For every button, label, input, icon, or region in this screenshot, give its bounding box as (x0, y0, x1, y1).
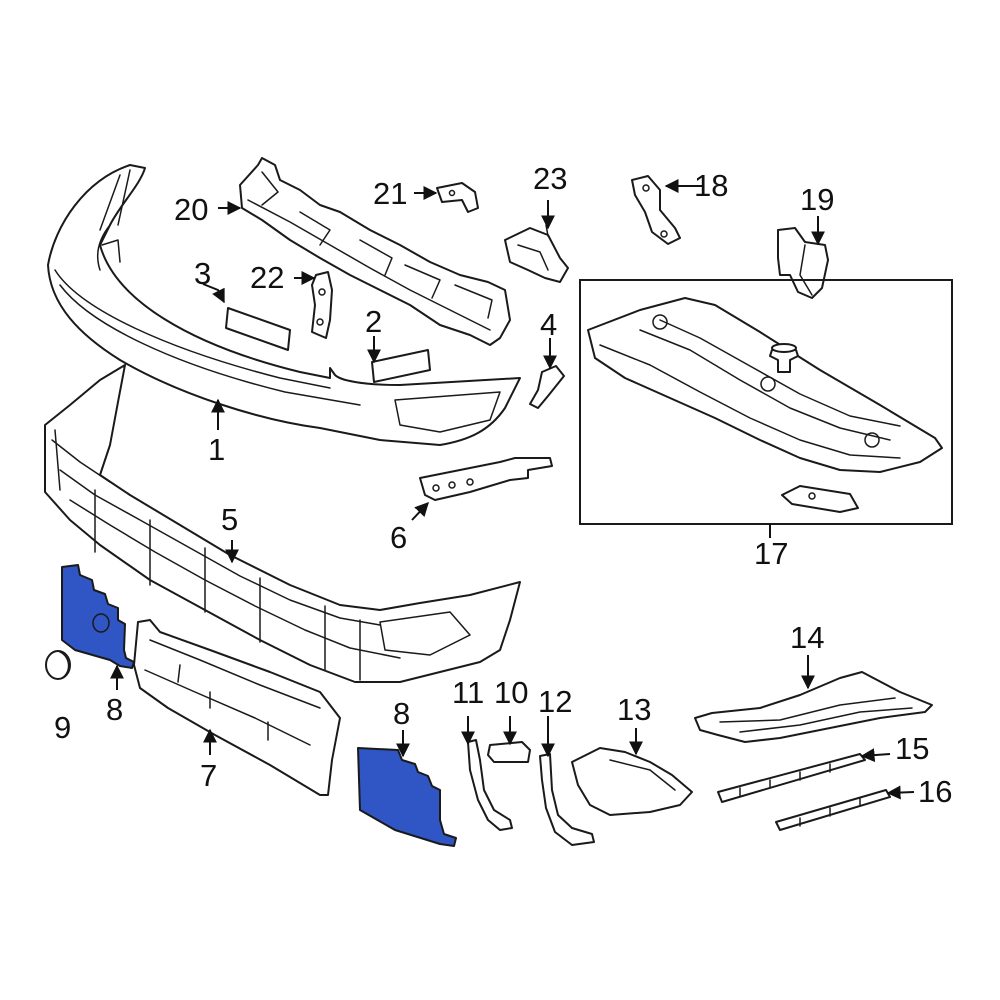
push-pin-clip[interactable] (769, 343, 799, 373)
bracket-21[interactable] (436, 182, 479, 213)
leader-3 (202, 283, 225, 304)
fog-lamp-bezel[interactable] (571, 747, 693, 816)
splash-shield-box (579, 279, 953, 525)
bracket-18[interactable] (631, 175, 681, 245)
callout-23: 23 (533, 161, 567, 196)
bracket-4[interactable] (529, 365, 565, 409)
callout-13: 13 (617, 692, 651, 727)
callout-16: 16 (918, 774, 952, 809)
splash-shield-bracket[interactable] (781, 485, 859, 513)
leader-lines (110, 179, 915, 800)
callout-19: 19 (800, 182, 834, 217)
clip-10[interactable] (487, 741, 531, 763)
license-plate-bracket-2[interactable] (371, 349, 431, 383)
callout-14: 14 (790, 620, 824, 655)
splash-shield-group (579, 279, 953, 525)
bracket-23[interactable] (504, 224, 569, 283)
callout-3: 3 (194, 256, 211, 291)
callout-8a: 8 (106, 692, 123, 727)
tow-hook-cover-left[interactable] (61, 564, 135, 669)
tow-hook-cap[interactable] (45, 650, 71, 680)
callout-6: 6 (390, 520, 407, 555)
callout-labels: 1 2 3 4 5 6 7 8 8 9 10 11 12 13 14 15 16… (54, 161, 952, 809)
callout-12: 12 (538, 684, 572, 719)
callout-18: 18 (694, 168, 728, 203)
callout-11: 11 (452, 675, 484, 710)
molding-12[interactable] (539, 753, 595, 846)
leader-15 (860, 748, 891, 763)
callout-9: 9 (54, 710, 71, 745)
lower-grille[interactable] (133, 619, 341, 796)
tow-hook-cover-right[interactable] (357, 747, 457, 847)
splash-shield[interactable] (587, 297, 943, 473)
bracket-19[interactable] (777, 227, 829, 299)
bumper-side-bracket[interactable] (419, 457, 553, 501)
callout-1: 1 (208, 432, 225, 467)
callout-21: 21 (373, 176, 407, 211)
tow-hook-cover-right-shape (357, 747, 457, 847)
strip-15[interactable] (717, 753, 866, 803)
strip-16[interactable] (775, 789, 891, 831)
bracket-22[interactable] (311, 271, 333, 339)
callout-7: 7 (200, 758, 217, 793)
callout-17: 17 (754, 536, 788, 571)
callout-15: 15 (895, 731, 929, 766)
callout-5: 5 (221, 502, 238, 537)
license-plate-bracket-3[interactable] (225, 307, 291, 351)
leader-16 (886, 785, 915, 800)
tow-hook-cover-left-shape (61, 564, 135, 669)
callout-20: 20 (174, 192, 208, 227)
molding-11[interactable] (467, 739, 513, 831)
lower-deflector-14[interactable] (694, 671, 933, 743)
callout-10: 10 (494, 675, 528, 710)
callout-2: 2 (365, 304, 382, 339)
leader-6 (411, 501, 429, 521)
callout-22: 22 (250, 260, 284, 295)
callout-8b: 8 (393, 696, 410, 731)
bumper-reinforcement[interactable] (44, 364, 521, 683)
callout-4: 4 (540, 307, 557, 342)
bumper-cover[interactable] (47, 164, 521, 446)
energy-absorber[interactable] (239, 157, 511, 346)
